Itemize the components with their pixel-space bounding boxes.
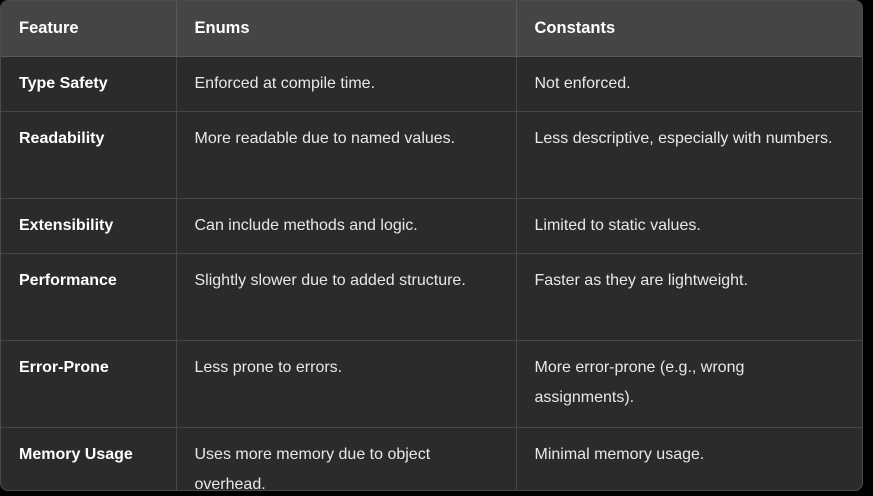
- enums-vs-constants-table: Feature Enums Constants Type Safety Enfo…: [1, 1, 862, 490]
- column-header-feature: Feature: [1, 1, 177, 57]
- cell-constants: More error-prone (e.g., wrong assignment…: [516, 340, 862, 428]
- cell-constants: Less descriptive, especially with number…: [516, 111, 862, 199]
- cell-feature: Readability: [1, 111, 177, 199]
- cell-feature: Performance: [1, 253, 177, 341]
- table-row: Extensibility Can include methods and lo…: [1, 198, 862, 254]
- table-row: Readability More readable due to named v…: [1, 111, 862, 199]
- table-row: Error-Prone Less prone to errors. More e…: [1, 340, 862, 428]
- cell-feature: Error-Prone: [1, 340, 177, 428]
- table-header-row: Feature Enums Constants: [1, 1, 862, 57]
- table-body: Type Safety Enforced at compile time. No…: [1, 56, 862, 490]
- table-header: Feature Enums Constants: [1, 1, 862, 57]
- cell-constants: Minimal memory usage.: [534, 445, 705, 463]
- cell-constants: Not enforced.: [516, 56, 862, 112]
- cell-enums: Can include methods and logic.: [176, 198, 517, 254]
- cell-enums: Uses more memory due to object overhead.: [176, 427, 517, 490]
- cell-enums: Slightly slower due to added structure.: [176, 253, 517, 341]
- column-header-constants: Constants: [516, 1, 862, 57]
- cell-feature: Memory Usage: [1, 427, 177, 490]
- table-row: Performance Slightly slower due to added…: [1, 253, 862, 341]
- cell-feature: Extensibility: [1, 198, 177, 254]
- column-header-enums: Enums: [176, 1, 517, 57]
- cell-enums: Enforced at compile time.: [176, 56, 517, 112]
- table-row: Type Safety Enforced at compile time. No…: [1, 56, 862, 112]
- cell-enums: Less prone to errors.: [176, 340, 517, 428]
- table-row: Memory Usage Uses more memory due to obj…: [1, 427, 862, 490]
- comparison-table-container: Feature Enums Constants Type Safety Enfo…: [0, 0, 863, 491]
- cell-constants: Faster as they are lightweight.: [516, 253, 862, 341]
- cell-constants: Limited to static values.: [516, 198, 862, 254]
- cell-enums: More readable due to named values.: [176, 111, 517, 199]
- cell-feature: Type Safety: [1, 56, 177, 112]
